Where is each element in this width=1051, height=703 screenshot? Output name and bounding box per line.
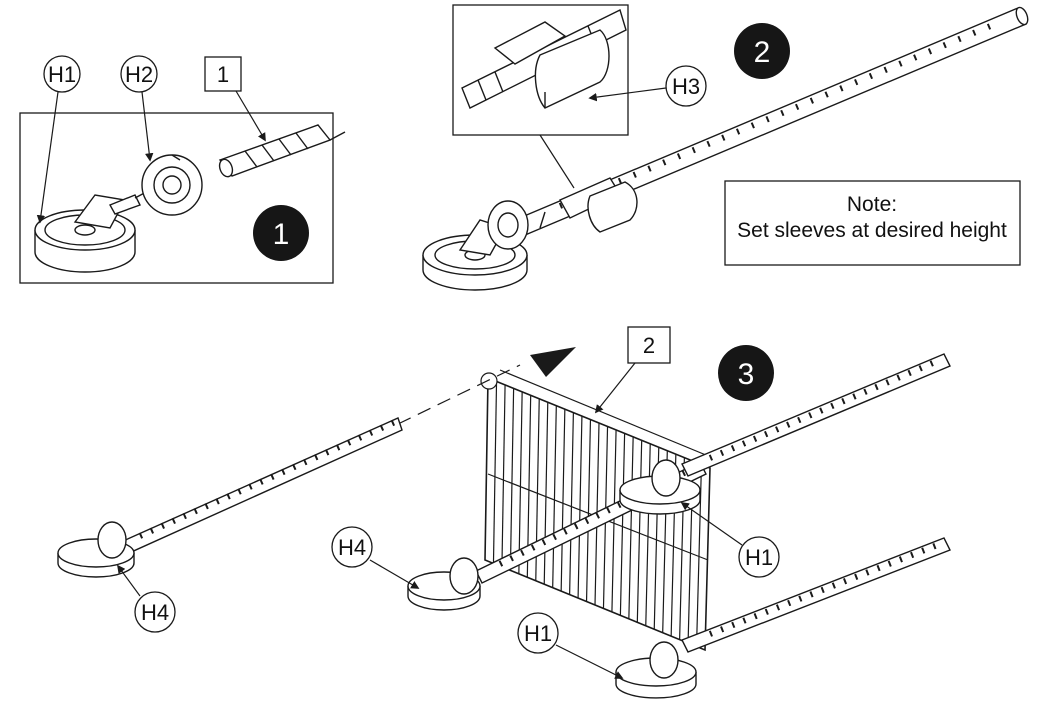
callout-part-1: 1 (204, 56, 266, 142)
step-3-panel: 2 (57, 326, 951, 699)
callout-h2-label: H2 (125, 62, 153, 87)
shelf-wire (619, 433, 626, 616)
step-3-number: 3 (738, 358, 755, 391)
post-segment (218, 124, 346, 178)
note-box: Note: Set sleeves at desired height (724, 180, 1021, 266)
callout-part-2: 2 (594, 326, 671, 414)
callout-h1-label: H1 (48, 62, 76, 87)
washer-part (141, 154, 203, 216)
step-2-badge: 2 (734, 23, 790, 79)
shelf-wire (645, 443, 651, 626)
part-2-label: 2 (643, 333, 655, 358)
callout-h4-left-label: H4 (141, 600, 169, 625)
note-text: Set sleeves at desired height (737, 219, 1007, 242)
insert-arrowhead (530, 347, 576, 377)
shelf-wires (492, 381, 703, 647)
shelf-wire (569, 412, 574, 595)
callout-h1-front: H1 (517, 612, 624, 679)
post-back (619, 353, 951, 515)
step-2-panel: H3 2 Note: Set sleeves at desire (422, 4, 1029, 291)
shelf-wire (552, 405, 557, 588)
step-1-panel: H1 H2 1 1 (19, 55, 346, 284)
post-front (615, 537, 951, 699)
sleeve-detail (461, 9, 627, 109)
callout-h3-label: H3 (672, 74, 700, 99)
callout-h1-front-label: H1 (524, 621, 552, 646)
part-1-label: 1 (217, 62, 229, 87)
callout-h3: H3 (588, 65, 707, 107)
callout-h1-back: H1 (680, 502, 780, 578)
callout-h4-middle: H4 (331, 526, 420, 589)
step-1-number: 1 (273, 218, 290, 251)
shelf-wire (560, 409, 566, 592)
step-1-frame (19, 112, 334, 284)
callout-h4-left: H4 (117, 564, 176, 633)
shelf-wire (577, 416, 583, 599)
shelf-wire (509, 388, 515, 571)
shelf-wire (636, 440, 643, 623)
shelf-wire (611, 429, 617, 612)
shelf-wire (628, 436, 634, 619)
note-title: Note: (847, 193, 897, 216)
shelf-wire (518, 391, 523, 574)
post-left (57, 417, 403, 578)
caster-wheel (34, 189, 151, 273)
shelf-wire (543, 402, 549, 585)
callout-h4-middle-label: H4 (338, 535, 366, 560)
post-with-caster (422, 6, 1029, 291)
inset-leader-line (539, 134, 575, 189)
step-3-badge: 3 (718, 345, 774, 401)
shelf-wire (492, 381, 498, 564)
shelf-wire (501, 384, 506, 567)
wire-shelf (480, 369, 719, 652)
step-1-badge: 1 (253, 205, 309, 261)
shelf-wire (585, 419, 592, 602)
insert-direction-arrow (397, 364, 521, 425)
step-2-number: 2 (754, 36, 771, 69)
callout-h1-step1: H1 (36, 55, 81, 224)
callout-h2-step1: H2 (120, 55, 158, 162)
callout-h1-back-label: H1 (745, 545, 773, 570)
